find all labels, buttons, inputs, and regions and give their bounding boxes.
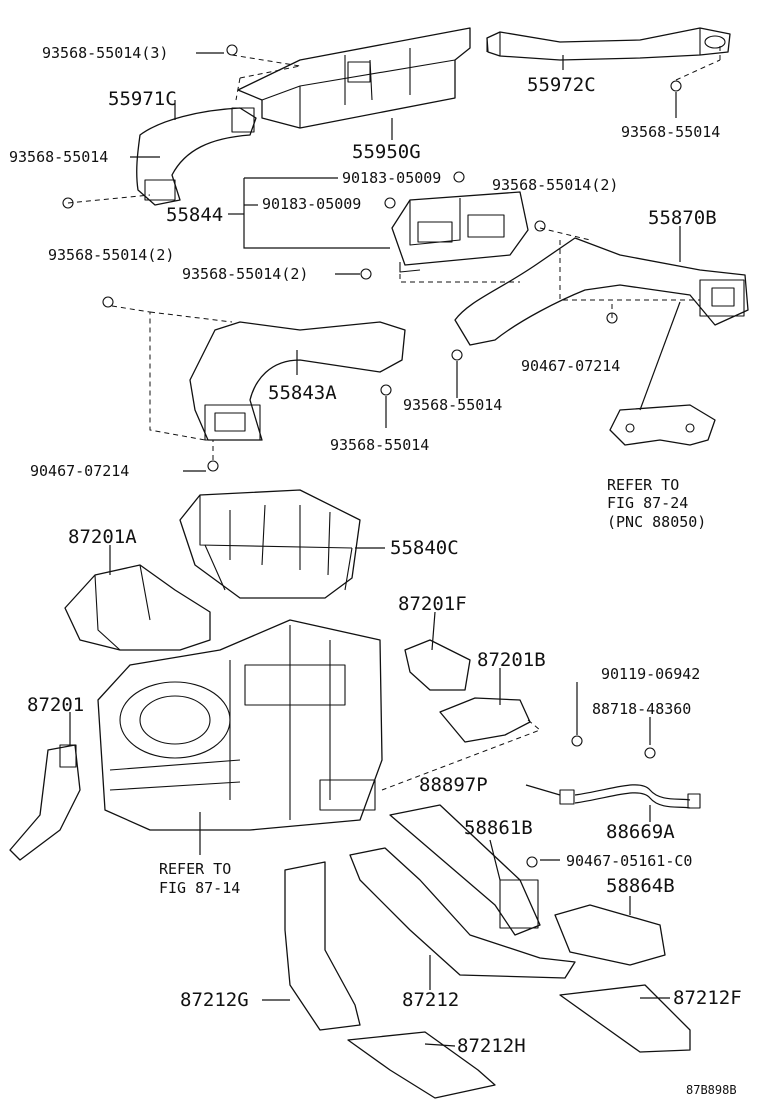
part-87201a <box>64 564 211 651</box>
label-88897p: 88897P <box>419 774 488 796</box>
label-87201b: 87201B <box>477 649 546 671</box>
part-58861b <box>389 804 541 936</box>
part-87212g <box>284 861 361 1031</box>
part-87212 <box>349 847 576 979</box>
part-55971c <box>136 107 257 206</box>
part-55972c <box>486 27 731 61</box>
leader-lines <box>67 44 721 1047</box>
part-87201 <box>9 744 81 861</box>
label-87201f: 87201F <box>398 593 467 615</box>
part-55950g <box>237 27 471 129</box>
label-55870b: 55870B <box>648 207 717 229</box>
label-93568-55014-2a: 93568-55014(2) <box>492 176 618 194</box>
label-87201: 87201 <box>27 694 84 716</box>
label-88718-48360: 88718-48360 <box>592 700 691 718</box>
label-refer-fig-87-14-b: FIG 87-14 <box>159 879 240 897</box>
label-93568-55014-2c: 93568-55014(2) <box>182 265 308 283</box>
fasteners <box>62 44 682 868</box>
label-refer-fig-87-14: REFER TO <box>159 860 231 878</box>
label-55971c: 55971C <box>108 88 177 110</box>
label-55950g: 55950G <box>352 141 421 163</box>
part-55870b <box>454 237 749 346</box>
label-55840c: 55840C <box>390 537 459 559</box>
label-87201a: 87201A <box>68 526 137 548</box>
label-90467-07214-a: 90467-07214 <box>521 357 620 375</box>
label-87212g: 87212G <box>180 989 249 1011</box>
label-55843a: 55843A <box>268 382 337 404</box>
part-55840c <box>179 489 361 599</box>
label-87212f: 87212F <box>673 987 742 1009</box>
part-labels: 93568-55014(3) 55971C 93568-55014 55950G… <box>9 44 742 1097</box>
label-90183-a: 90183-05009 <box>342 169 441 187</box>
label-88669a: 88669A <box>606 821 675 843</box>
label-93568-55014-b: 93568-55014 <box>621 123 720 141</box>
label-93568-55014-3: 93568-55014(3) <box>42 44 168 62</box>
label-90467-07214-b: 90467-07214 <box>30 462 129 480</box>
part-87212h <box>347 1031 496 1099</box>
part-87201f <box>404 639 471 691</box>
label-87212: 87212 <box>402 989 459 1011</box>
part-hvac-unit <box>97 619 383 831</box>
label-90467-05161-c0: 90467-05161-C0 <box>566 852 692 870</box>
label-93568-55014-2b: 93568-55014(2) <box>48 246 174 264</box>
part-58864b <box>554 904 666 966</box>
part-bracket-refer <box>609 404 716 446</box>
label-58864b: 58864B <box>606 875 675 897</box>
part-87201b <box>439 697 531 743</box>
label-55972c: 55972C <box>527 74 596 96</box>
label-93568-55014-d: 93568-55014 <box>330 436 429 454</box>
label-90183-b: 90183-05009 <box>262 195 361 213</box>
part-55843a <box>189 321 406 441</box>
part-87212f <box>559 984 691 1053</box>
label-55844: 55844 <box>166 204 223 226</box>
part-55844 <box>391 191 529 273</box>
label-refer-fig-87-24-b: FIG 87-24 <box>607 494 688 512</box>
label-58861b: 58861B <box>464 817 533 839</box>
label-refer-fig-87-24: REFER TO <box>607 476 679 494</box>
label-diagram-ref: 87B898B <box>686 1083 737 1097</box>
part-88669a <box>559 784 701 809</box>
label-87212h: 87212H <box>457 1035 526 1057</box>
label-90119-06942: 90119-06942 <box>601 665 700 683</box>
label-refer-fig-87-24-c: (PNC 88050) <box>607 513 706 531</box>
label-93568-55014-c: 93568-55014 <box>403 396 502 414</box>
label-93568-55014-a: 93568-55014 <box>9 148 108 166</box>
